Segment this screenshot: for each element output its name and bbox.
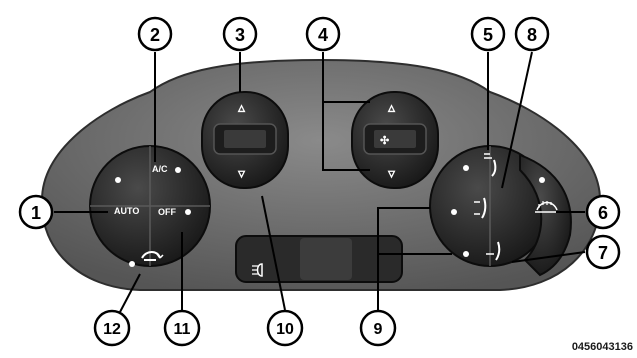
callout-8: 8 [514,16,550,52]
image-code-label: 0456043136 [572,341,633,353]
blower-speed-control[interactable] [351,91,439,189]
callout-11-number: 11 [174,321,191,338]
callout-12: 12 [93,309,131,347]
left-temp-up-arrow-icon[interactable]: ▵ [237,99,246,115]
callout-2-number: 2 [150,25,160,45]
callout-1-number: 1 [31,203,41,223]
fog-light-icon [252,263,263,277]
callout-8-number: 8 [527,25,537,45]
auto-button-label: AUTO [114,206,139,216]
callout-9-number: 9 [374,321,383,338]
blower-up-arrow-icon[interactable]: ▵ [387,99,396,115]
callout-12-number: 12 [103,321,121,338]
callout-3-number: 3 [235,25,245,45]
fan-glyph-icon: ✣ [380,135,389,147]
callout-4-number: 4 [318,25,328,45]
panel-mode-indicator-light [463,165,469,171]
auto-indicator-light [115,177,121,183]
callout-4: 4 [305,16,341,52]
callout-10: 10 [266,309,304,347]
callout-2: 2 [137,16,173,52]
callout-7: 7 [585,234,621,270]
rear-defrost-button[interactable] [519,153,572,277]
callout-leader-lines [54,51,586,313]
callout-5: 5 [470,16,506,52]
ac-indicator-light [175,167,181,173]
recirculation-icon [141,251,164,261]
callout-10-number: 10 [276,321,294,338]
callout-6-number: 6 [598,203,608,223]
left-control-knob[interactable] [89,145,211,267]
rear-defrost-indicator-light [539,177,545,183]
callout-3: 3 [222,16,258,52]
floor-mode-indicator-light [463,251,469,257]
blower-down-arrow-icon[interactable]: ▿ [387,165,396,181]
panel-mode-icon [484,153,497,177]
floor-mode-icon [486,241,501,261]
callout-9: 9 [359,309,397,347]
callout-6: 6 [585,194,621,230]
callout-1: 1 [18,194,54,230]
bilevel-mode-icon [474,197,487,219]
off-button-label: OFF [158,207,176,217]
left-temp-down-arrow-icon[interactable]: ▿ [237,165,246,181]
left-temperature-control[interactable] [201,91,289,189]
callout-11: 11 [163,309,201,347]
callout-5-number: 5 [483,25,493,45]
callout-7-number: 7 [598,243,608,263]
rear-defrost-icon [535,201,559,213]
off-indicator-light [185,209,191,215]
recirculation-indicator-light [129,261,135,267]
bilevel-mode-indicator-light [451,209,457,215]
ac-button-label: A/C [152,164,168,174]
